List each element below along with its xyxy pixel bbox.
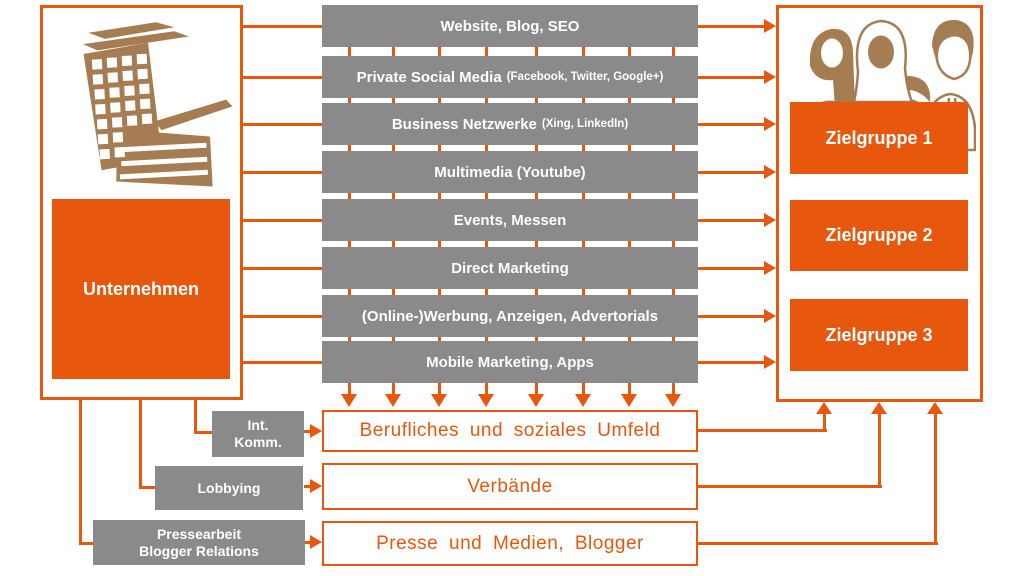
feedback-elbow-line [698, 542, 938, 545]
target-group-box-1: Zielgruppe 1 [790, 102, 968, 174]
company-elbow-line [139, 486, 155, 489]
target-group-label: Zielgruppe 3 [825, 324, 933, 345]
company-elbow-line [79, 542, 93, 545]
arrow-right-icon [764, 261, 776, 275]
indirect-arrow-line [304, 430, 314, 433]
arrow-right-icon [310, 424, 322, 438]
feedback-elbow-line [878, 413, 881, 488]
company-channel-line [243, 361, 322, 364]
company-label: Unternehmen [82, 278, 199, 299]
channel-bar-multimedia: Multimedia (Youtube) [322, 151, 698, 193]
internal-communication-label: Int. Komm. [234, 417, 282, 450]
channel-label: Direct Marketing [451, 259, 569, 277]
channel-audience-line [698, 171, 765, 174]
arrow-right-icon [764, 117, 776, 131]
press-relations-box: Pressearbeit Blogger Relations [93, 520, 305, 565]
company-channel-line [243, 267, 322, 270]
company-box: Unternehmen [52, 199, 230, 379]
feedback-elbow-line [698, 429, 827, 432]
company-channel-line [243, 123, 322, 126]
environment-box: Berufliches und soziales Umfeld [322, 410, 698, 452]
arrow-up-icon [927, 402, 943, 414]
associations-label: Verbände [467, 475, 553, 497]
arrow-down-icon [621, 394, 637, 407]
channel-bar-mobile-marketing: Mobile Marketing, Apps [322, 341, 698, 383]
channel-label: Events, Messen [453, 211, 567, 229]
channel-label: Private Social Media [356, 68, 502, 86]
arrow-right-icon [764, 213, 776, 227]
feedback-elbow-line [698, 485, 882, 488]
channel-label: (Online-)Werbung, Anzeigen, Advertorials [361, 307, 659, 325]
feedback-elbow-line [934, 413, 937, 545]
channel-bar-website: Website, Blog, SEO [322, 5, 698, 47]
company-elbow-line [194, 431, 212, 434]
target-group-box-3: Zielgruppe 3 [790, 299, 968, 371]
channel-label: Website, Blog, SEO [440, 17, 580, 35]
channel-label: Multimedia (Youtube) [434, 163, 586, 181]
arrow-right-icon [310, 535, 322, 549]
indirect-arrow-line [304, 541, 314, 544]
arrow-right-icon [764, 70, 776, 84]
channel-audience-line [698, 315, 765, 318]
channel-audience-line [698, 76, 765, 79]
channel-audience-line [698, 267, 765, 270]
arrow-down-icon [528, 394, 544, 407]
channel-audience-line [698, 361, 765, 364]
environment-label: Berufliches und soziales Umfeld [359, 420, 661, 441]
arrow-down-icon [341, 394, 357, 407]
channel-audience-line [698, 25, 765, 28]
arrow-up-icon [871, 402, 887, 414]
arrow-up-icon [816, 402, 832, 414]
lobbying-label: Lobbying [197, 479, 261, 496]
company-channel-line [243, 76, 322, 79]
arrow-right-icon [764, 355, 776, 369]
channel-bar-private-social-media: Private Social Media (Facebook, Twitter,… [322, 56, 698, 98]
channel-bar-werbung: (Online-)Werbung, Anzeigen, Advertorials [322, 295, 698, 337]
channel-label: Business Netzwerke [391, 115, 537, 133]
arrow-down-icon [478, 394, 494, 407]
internal-communication-box: Int. Komm. [212, 411, 304, 457]
company-channel-line [243, 315, 322, 318]
lobbying-box: Lobbying [155, 466, 303, 510]
channel-bar-events-messen: Events, Messen [322, 199, 698, 241]
arrow-right-icon [764, 19, 776, 33]
arrow-down-icon [431, 394, 447, 407]
company-elbow-line [79, 400, 82, 545]
press-relations-label: Pressearbeit Blogger Relations [139, 525, 259, 559]
press-media-box: Presse und Medien, Blogger [322, 521, 698, 566]
indirect-arrow-line [304, 485, 314, 488]
channel-bar-business-netzwerke: Business Netzwerke (Xing, LinkedIn) [322, 103, 698, 145]
target-group-label: Zielgruppe 2 [825, 225, 933, 245]
target-group-box-2: Zielgruppe 2 [790, 200, 968, 271]
company-elbow-line [194, 400, 197, 434]
company-elbow-line [139, 400, 142, 489]
arrow-down-icon [385, 394, 401, 407]
company-channel-line [243, 171, 322, 174]
channel-note: (Facebook, Twitter, Google+) [506, 71, 664, 83]
company-channel-line [243, 25, 322, 28]
arrow-right-icon [764, 309, 776, 323]
press-media-label: Presse und Medien, Blogger [376, 532, 644, 554]
arrow-right-icon [764, 165, 776, 179]
arrow-down-icon [665, 394, 681, 407]
channel-bar-direct-marketing: Direct Marketing [322, 247, 698, 289]
feedback-elbow-line [823, 413, 826, 432]
channel-note: (Xing, LinkedIn) [541, 118, 629, 130]
channel-label: Mobile Marketing, Apps [426, 353, 594, 371]
channel-audience-line [698, 123, 765, 126]
associations-box: Verbände [322, 463, 698, 510]
arrow-right-icon [310, 479, 322, 493]
company-channel-line [243, 219, 322, 222]
channel-audience-line [698, 219, 765, 222]
building-icon [58, 10, 233, 195]
arrow-down-icon [575, 394, 591, 407]
target-group-label: Zielgruppe 1 [825, 127, 933, 148]
